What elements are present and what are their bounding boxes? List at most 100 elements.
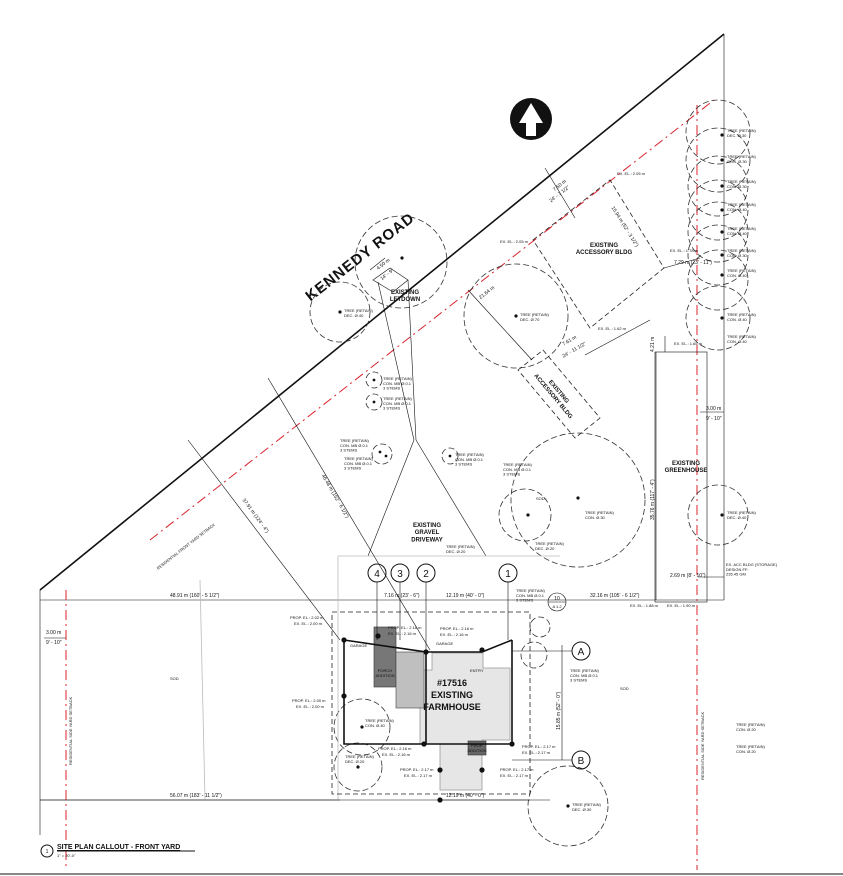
callout-title-block: 1 SITE PLAN CALLOUT - FRONT YARD 1" = 20… <box>40 844 195 858</box>
dimension-lines <box>40 167 724 801</box>
accessory-bldg-label-2: EXISTINGACCESSORY BLDG <box>532 369 579 421</box>
elevation-label: EX. EL.: 2.17 m <box>500 773 529 778</box>
label-line: TREE (RETAIN) <box>727 154 756 159</box>
elevation-label: PROP. EL.: 2.16 m <box>388 625 422 630</box>
svg-text:EX. ACC BLDG (STORAGE)DESIGN F: EX. ACC BLDG (STORAGE)DESIGN FF:235.45 G… <box>726 562 778 577</box>
svg-text:TREE (RETAIN)CON. MB Ø.0.13 ST: TREE (RETAIN)CON. MB Ø.0.13 STEMS <box>503 462 532 477</box>
elevation-label: EX. EL.: 1.88 m <box>630 603 659 608</box>
svg-text:TREE (RETAIN)CON. Ø.30: TREE (RETAIN)CON. Ø.30 <box>727 179 756 189</box>
svg-text:TREE (RETAIN)DEC. Ø.20: TREE (RETAIN)DEC. Ø.20 <box>345 754 374 764</box>
side-setback-label-right: RESIDENTIAL SIDE YARD SETBACK <box>700 712 705 780</box>
svg-text:3: 3 <box>397 569 403 580</box>
label-line: 3 STEMS <box>516 598 533 603</box>
label-line: DEC. Ø.30 <box>572 807 592 812</box>
label-line: TREE (RETAIN) <box>535 541 564 546</box>
label-line: DESIGN FF: <box>726 567 748 572</box>
label-line: TREE (RETAIN) <box>736 722 765 727</box>
elevation-label: EX. EL.: 2.05 m <box>617 171 646 176</box>
label-line: 3 STEMS <box>383 386 400 391</box>
label-line: PROP. <box>471 743 483 748</box>
elevation-label: EX. EL.: 1.90 m <box>667 603 696 608</box>
driveway <box>199 267 560 801</box>
label-line: TREE (RETAIN) <box>727 202 756 207</box>
entry-label: ENTRY <box>470 668 484 673</box>
tree-label: TREE (RETAIN)CON. Ø.40 <box>365 718 394 728</box>
label-line: CON. MB Ø.0.1 <box>455 457 484 462</box>
svg-text:PROP.ADDITION: PROP.ADDITION <box>467 743 486 753</box>
tree-label: TREE (RETAIN)DEC. Ø.20 <box>535 541 564 551</box>
garage-label-right: GARAGE <box>436 641 453 646</box>
svg-text:EXISTINGACCESSORY BLDG: EXISTINGACCESSORY BLDG <box>532 369 579 421</box>
label-line: 3 STEMS <box>503 472 520 477</box>
elevation-label: EX. EL.: 1.78 m <box>670 248 699 253</box>
svg-text:TREE (RETAIN)CON. Ø.20: TREE (RETAIN)CON. Ø.20 <box>736 744 765 754</box>
tree-label: TREE (RETAIN)CON. Ø.30 <box>727 248 756 258</box>
dim-label: 7.29 m (23' - 11") <box>674 260 712 266</box>
label-line: TREE (RETAIN) <box>383 376 412 381</box>
label-line: TREE (RETAIN) <box>727 128 756 133</box>
tree-label: TREE (RETAIN)DEC. Ø.20 <box>345 754 374 764</box>
label-line: TREE (RETAIN) <box>344 308 373 313</box>
svg-text:TREE (RETAIN)CON. Ø.30: TREE (RETAIN)CON. Ø.30 <box>585 510 614 520</box>
label-line: CON. Ø.30 <box>727 184 748 189</box>
tree-label: TREE (RETAIN)DEC. Ø.40 <box>344 308 373 318</box>
svg-text:1: 1 <box>505 569 511 580</box>
tree-label: TREE (RETAIN)DEC. Ø.30 <box>572 802 601 812</box>
label-line: CON. Ø.40 <box>727 273 748 278</box>
label-line: TREE (RETAIN) <box>340 438 369 443</box>
tree-label: TREE (RETAIN)DEC. Ø.70 <box>520 312 549 322</box>
label-line: CON. MB Ø.0.1 <box>503 467 532 472</box>
sod-label-mid: SOD <box>536 496 545 501</box>
label-line: TREE (RETAIN) <box>727 268 756 273</box>
elevation-label: EX. EL.: 2.17 m <box>522 750 551 755</box>
tree-label: TREE (RETAIN)CON. Ø.40 <box>727 268 756 278</box>
side-setback-label-left: RESIDENTIAL SIDE YARD SETBACK <box>68 697 73 765</box>
dim-label: 12.19 m (40' - 0") <box>446 793 485 799</box>
svg-text:TREE (RETAIN)CON. Ø.40: TREE (RETAIN)CON. Ø.40 <box>727 202 756 212</box>
label-line: PORCH <box>378 668 393 673</box>
tree-row-right <box>685 99 751 546</box>
tree-centres <box>338 133 724 808</box>
label-line: EXISTING <box>672 461 700 467</box>
callout-scale: 1" = 20'-0" <box>57 853 76 858</box>
label-line: ADDITION <box>375 673 394 678</box>
svg-text:10: 10 <box>554 596 560 602</box>
elevation-label: EX. EL.: 2.00 m <box>296 704 325 709</box>
svg-text:TREE (RETAIN)CON. Ø.20: TREE (RETAIN)CON. Ø.20 <box>736 722 765 732</box>
svg-text:TREE (RETAIN)DEC. Ø.40: TREE (RETAIN)DEC. Ø.40 <box>344 308 373 318</box>
grid-lines <box>376 582 572 761</box>
label-line: TREE (RETAIN) <box>455 452 484 457</box>
tree-label: TREE (RETAIN)DEC. Ø.40 <box>727 510 756 520</box>
sod-label-right: SOD <box>620 686 629 691</box>
elevation-label: EX. EL.: 1.62 m <box>598 326 627 331</box>
tree-label: TREE (RETAIN)CON. Ø.40 <box>727 334 756 344</box>
svg-text:TREE (RETAIN)CON. Ø.40: TREE (RETAIN)CON. Ø.40 <box>727 226 756 236</box>
elevation-label: EX. EL.: 2.16 m <box>440 632 469 637</box>
north-arrow-icon <box>510 98 552 140</box>
label-line: 3 STEMS <box>340 448 357 453</box>
svg-text:TREE (RETAIN)CON. Ø.40: TREE (RETAIN)CON. Ø.40 <box>365 718 394 728</box>
label-line: TREE (RETAIN) <box>503 462 532 467</box>
label-line: CON. MB Ø.0.1 <box>383 381 412 386</box>
grid-bubble-b: B <box>571 750 591 770</box>
tree-label: TREE (RETAIN)CON. Ø.40 <box>727 202 756 212</box>
label-line: DEC. Ø.40 <box>727 515 747 520</box>
dim-label: 9' - 10" <box>706 416 722 422</box>
label-line: TREE (RETAIN) <box>365 718 394 723</box>
label-line: 3 STEMS <box>344 466 361 471</box>
farmhouse-number: #17516 <box>437 678 467 688</box>
grid-bubble-a: A <box>571 641 591 661</box>
svg-text:TREE (RETAIN)DEC. Ø.30: TREE (RETAIN)DEC. Ø.30 <box>727 128 756 138</box>
grid-bubble-3: 3 <box>390 563 410 583</box>
detail-callout-bubble: 10 A 1.2 <box>547 592 567 612</box>
sod-label-left: SOD <box>170 676 179 681</box>
dim-label: 48.91 m (160' - 5 1/2") <box>170 593 220 599</box>
label-line: TREE (RETAIN) <box>516 588 545 593</box>
